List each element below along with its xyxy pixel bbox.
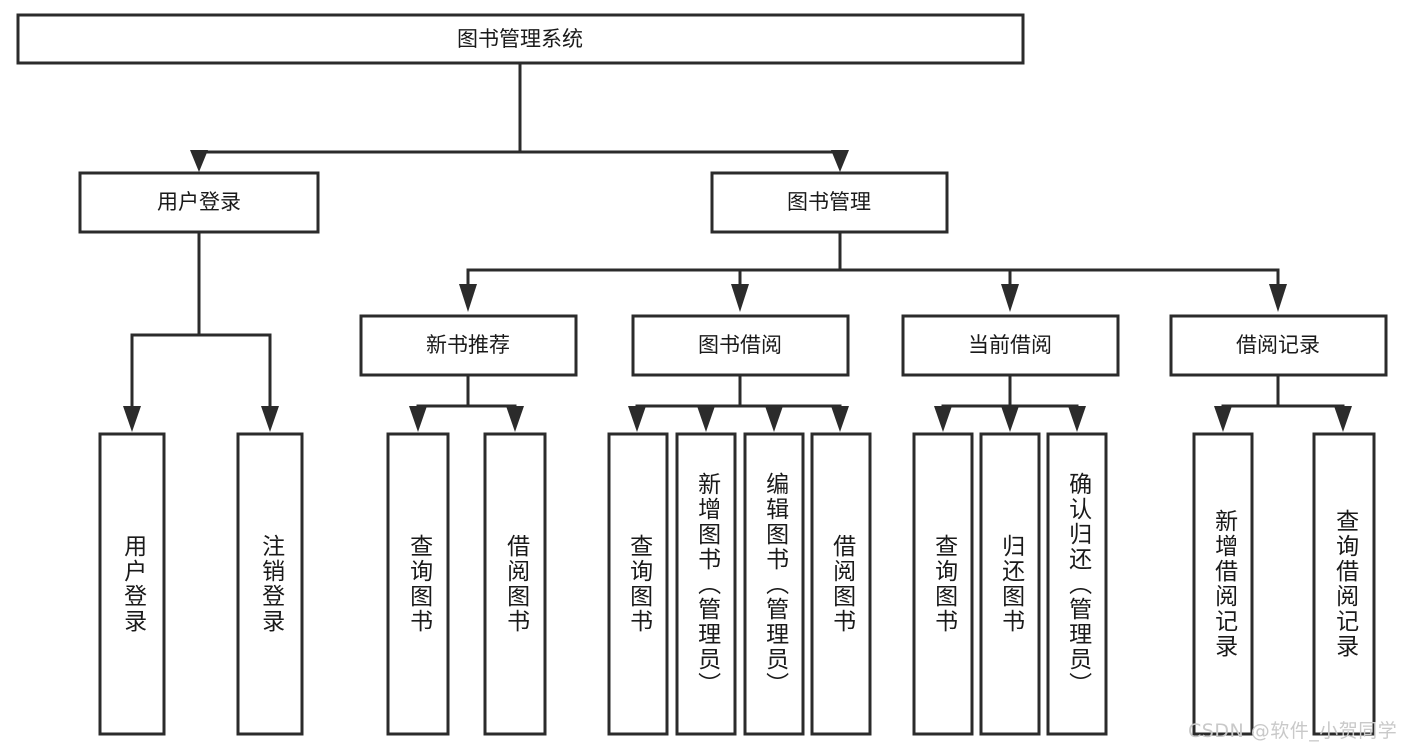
arrow-to-leaf-user-login: [123, 406, 141, 432]
node-box-leaf-edit-book[interactable]: [743, 432, 805, 736]
node-box-leaf-user-login[interactable]: [98, 432, 166, 736]
node-box-borrow-record[interactable]: [1169, 314, 1388, 377]
arrow-to-leaf-query-book-3: [934, 406, 952, 432]
node-label-new-book-recommend: 新书推荐: [426, 333, 510, 357]
node-box-book-borrow[interactable]: [631, 314, 850, 377]
arrow-to-book-manage: [831, 150, 849, 172]
node-label-current-borrow: 当前借阅: [968, 333, 1052, 357]
arrow-to-leaf-add-record: [1214, 406, 1232, 432]
node-label-borrow-record: 借阅记录: [1236, 333, 1320, 357]
arrow-to-leaf-query-book-2: [628, 406, 646, 432]
node-box-leaf-confirm-return[interactable]: [1046, 432, 1108, 736]
arrow-to-leaf-edit-book: [765, 406, 783, 432]
arrow-to-leaf-confirm-return: [1068, 406, 1086, 432]
node-label-book-borrow: 图书借阅: [698, 333, 782, 357]
arrow-to-leaf-query-record: [1334, 406, 1352, 432]
node-box-leaf-user-logout[interactable]: [236, 432, 304, 736]
node-box-leaf-add-book[interactable]: [675, 432, 737, 736]
node-box-new-book-recommend[interactable]: [359, 314, 578, 377]
arrow-to-new-book-recommend: [459, 284, 477, 312]
arrow-to-leaf-query-book-1: [409, 406, 427, 432]
node-box-leaf-query-book-1[interactable]: [386, 432, 450, 736]
arrow-to-leaf-user-logout: [261, 406, 279, 432]
arrow-to-user-login: [190, 150, 208, 172]
arrow-to-borrow-record: [1269, 284, 1287, 312]
node-label-user-login: 用户登录: [157, 190, 241, 214]
arrow-to-book-borrow: [731, 284, 749, 312]
node-box-group: [16, 13, 1388, 736]
node-box-user-login[interactable]: [78, 171, 320, 234]
arrow-to-leaf-borrow-book-1: [506, 406, 524, 432]
node-label-group: 图书管理系统 用户登录 图书管理 新书推荐 图书借阅 当前借阅 借阅记录: [157, 27, 1320, 357]
node-box-leaf-query-book-3[interactable]: [912, 432, 974, 736]
node-box-leaf-add-record[interactable]: [1192, 432, 1254, 736]
node-box-leaf-borrow-book-1[interactable]: [483, 432, 547, 736]
node-box-leaf-query-record[interactable]: [1312, 432, 1376, 736]
node-label-book-manage: 图书管理: [787, 190, 871, 214]
arrow-to-current-borrow: [1001, 284, 1019, 312]
node-box-root[interactable]: [16, 13, 1025, 65]
node-box-leaf-query-book-2[interactable]: [607, 432, 669, 736]
node-label-root: 图书管理系统: [457, 27, 583, 51]
node-box-book-manage[interactable]: [710, 171, 949, 234]
node-box-current-borrow[interactable]: [901, 314, 1120, 377]
arrow-to-leaf-borrow-book-2: [831, 406, 849, 432]
node-box-leaf-borrow-book-2[interactable]: [810, 432, 872, 736]
node-box-leaf-return-book[interactable]: [979, 432, 1041, 736]
csdn-watermark: CSDN @软件_小贺同学: [1188, 720, 1398, 742]
arrow-to-leaf-add-book: [697, 406, 715, 432]
edge-group: [123, 61, 1352, 432]
arrow-to-leaf-return-book: [1001, 406, 1019, 432]
